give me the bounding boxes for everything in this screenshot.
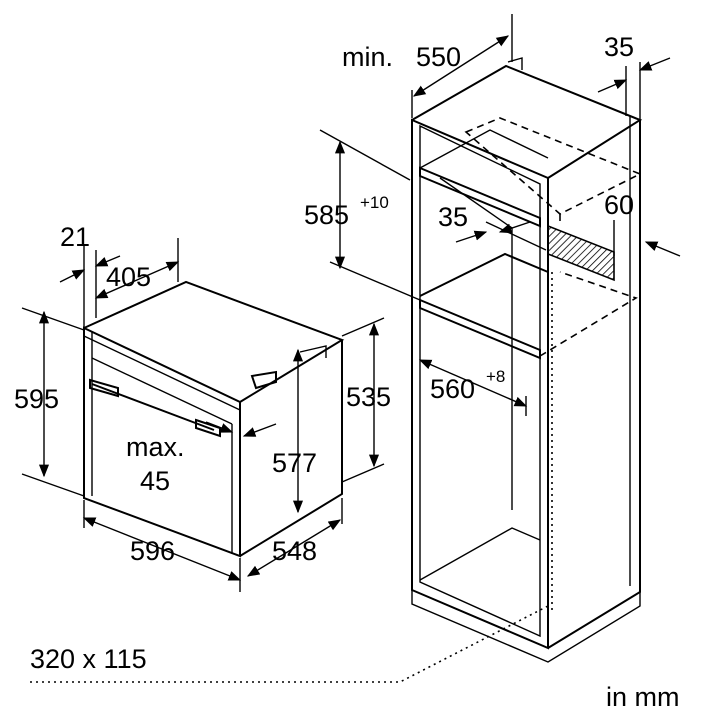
dim-max-value: 45 <box>140 466 170 496</box>
dim-35-top: 35 <box>604 32 634 62</box>
dim-35-inner: 35 <box>438 202 468 232</box>
ventilation-cutout <box>547 224 615 282</box>
dim-405: 405 <box>106 262 151 292</box>
dim-595: 595 <box>14 384 59 414</box>
dim-577: 577 <box>272 448 317 478</box>
dim-min-label: min. <box>342 42 393 72</box>
handle-left-mount <box>89 378 119 398</box>
dim-560-tolerance: +8 <box>486 367 505 386</box>
dim-585: 585 <box>304 200 349 230</box>
upper-shelf <box>419 166 541 228</box>
dim-535: 535 <box>346 382 391 412</box>
dim-21: 21 <box>60 222 90 252</box>
oven-handle <box>91 383 215 431</box>
oven-door-top <box>91 357 233 425</box>
cabinet-top <box>411 64 643 179</box>
dim-60: 60 <box>604 190 634 220</box>
side-vent <box>250 370 277 390</box>
dotted-leader <box>30 605 549 683</box>
dim-585-tolerance: +10 <box>360 193 389 212</box>
oven-drawing <box>21 238 385 592</box>
dim-560: 560 <box>430 374 475 404</box>
dashed-upper-recess <box>464 117 642 215</box>
oven-top <box>83 280 345 403</box>
units-label: in mm <box>606 682 680 712</box>
handle-right-mount <box>195 418 221 438</box>
dim-550: 550 <box>416 42 461 72</box>
dashed-lower-recess <box>539 271 638 357</box>
dim-548: 548 <box>272 536 317 566</box>
oven-panel-line <box>83 335 241 411</box>
cabinet-drawing <box>30 14 681 683</box>
dim-max-label: max. <box>126 432 185 462</box>
oven-side-step <box>299 345 327 358</box>
dim-596: 596 <box>130 536 175 566</box>
niche-shelf-top <box>419 298 541 360</box>
opening-size-label: 320 x 115 <box>30 644 147 674</box>
